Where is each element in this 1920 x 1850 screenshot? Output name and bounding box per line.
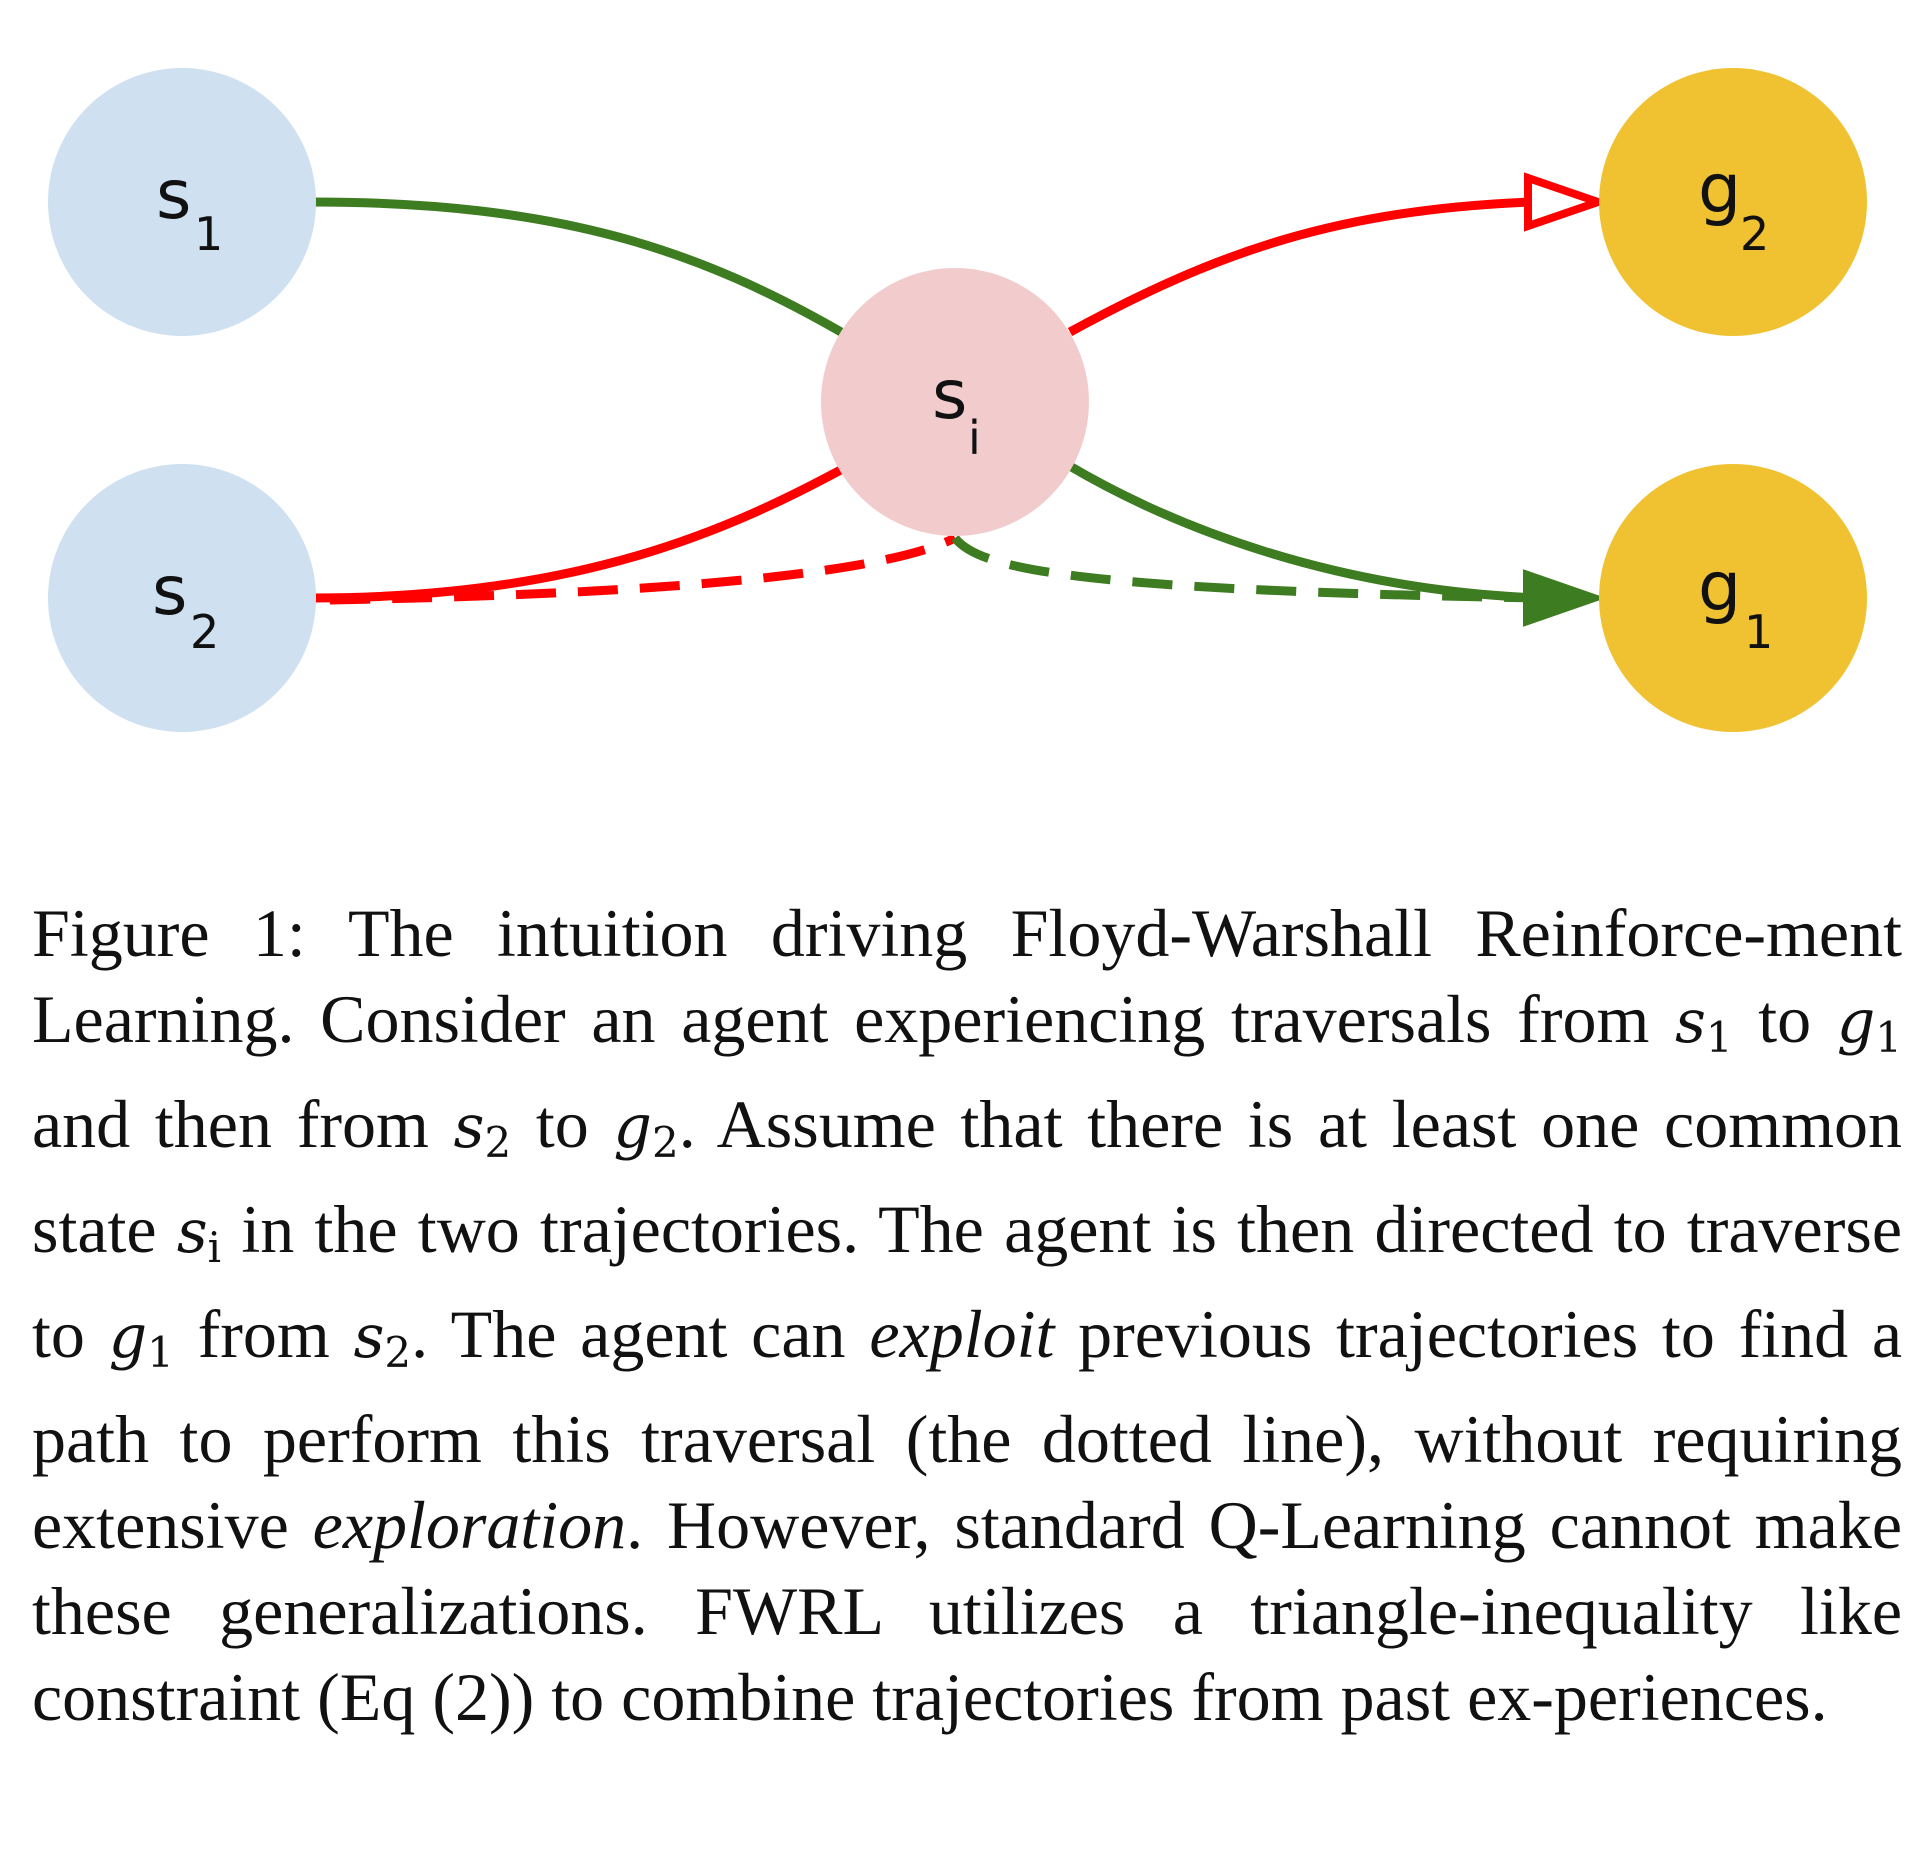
- node-s1-subscript: 1: [194, 207, 223, 261]
- math-g1: g1: [108, 1302, 174, 1377]
- caption-text: and then from: [32, 1086, 429, 1162]
- caption-text: from: [197, 1296, 330, 1372]
- edge-si-to-g1: [1065, 461, 1541, 603]
- caption-text: . The agent can: [411, 1296, 846, 1372]
- caption-text: The intuition driving Floyd-Warshall Rei…: [32, 895, 1903, 1057]
- node-g1-label: g: [1698, 548, 1741, 627]
- caption-emphasis-exploit: exploit: [869, 1296, 1055, 1372]
- math-g2: g2: [613, 1092, 679, 1167]
- math-s2: s2: [453, 1092, 512, 1167]
- node-si-subscript: i: [968, 411, 981, 465]
- edge-s1-to-si: [311, 197, 851, 340]
- edge-si-to-g2: [1067, 197, 1531, 336]
- math-g1: g1: [1836, 987, 1903, 1062]
- caption-text: in the two trajectories. The agent is th…: [32, 1191, 1903, 1372]
- math-si: si: [176, 1197, 222, 1272]
- node-s1-label: s: [156, 156, 191, 235]
- node-g2-subscript: 2: [1740, 207, 1769, 261]
- node-s2: s 2: [48, 464, 316, 732]
- node-s2-subscript: 2: [190, 605, 219, 659]
- node-s1: s 1: [48, 68, 316, 336]
- caption-text: . Assume that there is at least one comm…: [32, 1086, 1902, 1267]
- caption-label: Figure 1:: [32, 895, 306, 971]
- arrowhead-g1: [1523, 569, 1607, 627]
- node-g2: g 2: [1599, 68, 1867, 336]
- node-g1-subscript: 1: [1744, 605, 1773, 659]
- node-g1: g 1: [1599, 464, 1867, 732]
- math-s1: s1: [1675, 987, 1733, 1062]
- dashed-path-red: [329, 533, 957, 605]
- caption-paragraph: Figure 1: The intuition driving Floyd-Wa…: [32, 890, 1902, 1740]
- node-si-label: s: [932, 356, 967, 435]
- caption-emphasis-exploration: exploration: [312, 1487, 627, 1563]
- node-si: s i: [821, 268, 1089, 536]
- caption-text: to: [1758, 981, 1812, 1057]
- caption-text: . However, standard Q-Learning cannot ma…: [32, 1487, 1902, 1735]
- diagram: s 1 s 2 s i g 2 g 1: [48, 68, 1867, 732]
- node-s2-label: s: [152, 552, 187, 631]
- node-g2-label: g: [1698, 150, 1741, 229]
- caption-text: previous trajectories to find a path to …: [32, 1296, 1903, 1563]
- dashed-path-green: [951, 535, 1541, 603]
- math-s2: s2: [353, 1302, 412, 1377]
- figure-caption: Figure 1: The intuition driving Floyd-Wa…: [32, 890, 1902, 1740]
- arrowhead-g2: [1524, 172, 1611, 232]
- caption-text: to: [535, 1086, 589, 1162]
